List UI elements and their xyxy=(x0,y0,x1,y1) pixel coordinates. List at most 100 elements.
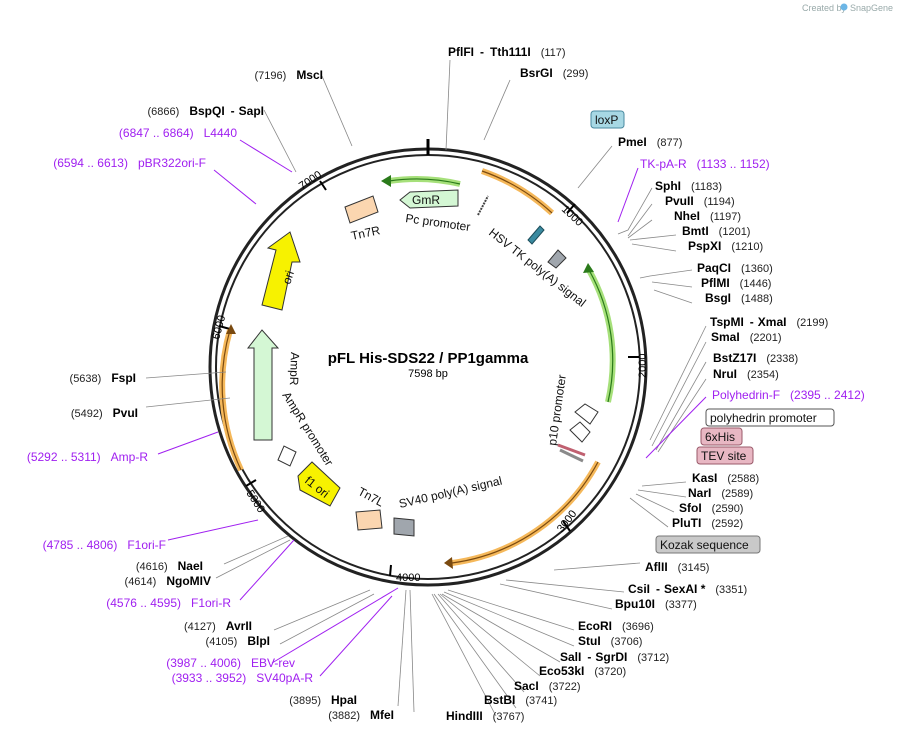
tn7l-feature xyxy=(355,509,383,531)
loxp-label: loxP xyxy=(595,113,618,127)
pflmi-site: PflMI(1446) xyxy=(701,276,771,290)
kozak-label: Kozak sequence xyxy=(660,538,749,552)
plasmid-title: pFL His-SDS22 / PP1gamma xyxy=(328,350,529,367)
bspqi-site: (6866)BspQI-SapI xyxy=(148,104,264,118)
primer-lines xyxy=(157,139,707,677)
tick-label-7000: 7000 xyxy=(297,169,324,193)
amp-r-primer: (5292 .. 5311)Amp-R xyxy=(27,450,148,464)
green-arc-top-line xyxy=(388,178,461,185)
mfei-site: (3882)MfeI xyxy=(328,708,394,722)
hindiii-site: HindIII(3767) xyxy=(446,709,524,723)
nhei-site: NheI(1197) xyxy=(674,209,741,223)
ampr-promoter-arrow-icon xyxy=(277,445,297,467)
tk-pa-r-primer: TK-pA-R(1133 .. 1152) xyxy=(640,157,770,171)
stui-site: StuI(3706) xyxy=(578,634,642,648)
bmti-site: BmtI(1201) xyxy=(682,224,750,238)
hsv-feature xyxy=(477,195,567,269)
credit-brand: SnapGene xyxy=(850,3,893,13)
sv40-feature xyxy=(393,517,415,537)
ori-label: ori xyxy=(280,269,297,286)
ecori-site: EcoRI(3696) xyxy=(578,619,654,633)
bstz17i-site: BstZ17I(2338) xyxy=(713,351,798,365)
pbr322ori-f-primer: (6594 .. 6613)pBR322ori-F xyxy=(53,156,206,170)
tev-site-box xyxy=(696,446,754,465)
csii-site: CsiI-SexAI *(3351) xyxy=(628,582,747,596)
pc-promoter-label: Pc promoter xyxy=(405,211,472,234)
fspi-site: (5638)FspI xyxy=(70,371,136,385)
sv40pa-r-primer: (3933 .. 3952)SV40pA-R xyxy=(172,671,314,685)
leader-lines xyxy=(145,59,707,717)
green-arc-right xyxy=(586,268,616,403)
bsgi-site: BsgI(1488) xyxy=(705,291,773,305)
ori-feature xyxy=(261,231,301,311)
f1-ori-feature xyxy=(297,461,341,507)
tag-stack-marker xyxy=(557,443,586,457)
pluti-site: PluTI(2592) xyxy=(672,516,743,530)
orange-arc-bottom-line xyxy=(451,461,599,564)
tev-site-label: TEV site xyxy=(701,449,747,463)
kozak-box xyxy=(655,535,761,554)
green-arc-right-line xyxy=(588,269,614,403)
blpi-site: (4105)BlpI xyxy=(206,634,270,648)
snapgene-logo-icon xyxy=(840,3,848,11)
gmr-label: GmR xyxy=(412,193,440,207)
orange-arc-top xyxy=(481,168,555,216)
msci-site: (7196)MscI xyxy=(255,68,323,82)
polyhedrin-promoter-arrow-icon xyxy=(574,403,599,425)
saci-site: SacI(3722) xyxy=(514,679,580,693)
ebv-rev-primer: (3987 .. 4006)EBV-rev xyxy=(166,656,295,670)
l4440-primer: (6847 .. 6864)L4440 xyxy=(119,126,237,140)
orange-arc-bottom xyxy=(451,460,601,566)
aflii-site: AflII(3145) xyxy=(645,560,709,574)
sv40-label: SV40 poly(A) signal xyxy=(398,474,504,511)
smai-site: SmaI(2201) xyxy=(711,330,781,344)
f1ori-f-primer: (4785 .. 4806)F1ori-F xyxy=(43,538,166,552)
kozak-marker xyxy=(559,448,584,463)
tn7r-label: Tn7R xyxy=(350,223,382,243)
f1ori-r-primer: (4576 .. 4595)F1ori-R xyxy=(106,596,231,610)
tick-label-1000: 1000 xyxy=(559,203,585,228)
polyhedrin-promoter-label: polyhedrin promoter xyxy=(710,411,817,425)
eco53ki-site: Eco53kI(3720) xyxy=(539,664,626,678)
loxp-box xyxy=(590,110,625,129)
pvuii-site: PvuII(1194) xyxy=(665,194,735,208)
6xhis-box xyxy=(700,427,743,446)
nari-site: NarI(2589) xyxy=(688,486,753,500)
orange-arc-top-line xyxy=(481,170,553,214)
orange-arc-left-line xyxy=(221,329,242,471)
tick-label-2000: 2000 xyxy=(637,354,649,378)
bsrgi-site: BsrGI(299) xyxy=(520,66,588,80)
p10-promoter-label: p10 promoter xyxy=(545,374,569,447)
naei-site: (4616)NaeI xyxy=(136,559,203,573)
orange-arc-left-arrow xyxy=(226,324,236,334)
tick-marks xyxy=(218,180,639,577)
paqci-site: PaqCI(1360) xyxy=(697,261,773,275)
sphi-site: SphI(1183) xyxy=(655,179,722,193)
green-arc-right-arrow xyxy=(583,263,594,273)
hpai-site: (3895)HpaI xyxy=(289,693,357,707)
tn7l-label: Tn7L xyxy=(356,484,387,509)
tspmi-site: TspMI-XmaI(2199) xyxy=(710,315,828,329)
ampr-feature xyxy=(246,329,280,441)
plasmid-length: 7598 bp xyxy=(408,368,448,380)
ngomiv-site: (4614)NgoMIV xyxy=(125,574,211,588)
pspxi-site: PspXI(1210) xyxy=(688,239,763,253)
pmei-site: PmeI(877) xyxy=(618,135,682,149)
bpu10i-site: Bpu10I(3377) xyxy=(615,597,697,611)
avrii-site: (4127)AvrII xyxy=(184,619,252,633)
p10-promoter-arrow-icon xyxy=(569,421,591,443)
pflfi-site: PflFI-Tth111I(117) xyxy=(448,45,566,59)
pvui-site: (5492)PvuI xyxy=(71,406,138,420)
bstbi-site: BstBI(3741) xyxy=(484,693,557,707)
sali-site: SalI-SgrDI(3712) xyxy=(560,650,669,664)
6xhis-label: 6xHis xyxy=(705,430,735,444)
tick-label-4000: 4000 xyxy=(396,572,420,584)
polyhedrin-promoter-box xyxy=(705,408,835,427)
sfoi-site: SfoI(2590) xyxy=(679,501,743,515)
kasi-site: KasI(2588) xyxy=(692,471,759,485)
green-arc-top-arrow xyxy=(381,175,391,187)
gmr-feature xyxy=(399,189,459,209)
tn7r-feature xyxy=(344,195,379,224)
polyhedrin-f-primer: Polyhedrin-F(2395 .. 2412) xyxy=(712,388,865,402)
